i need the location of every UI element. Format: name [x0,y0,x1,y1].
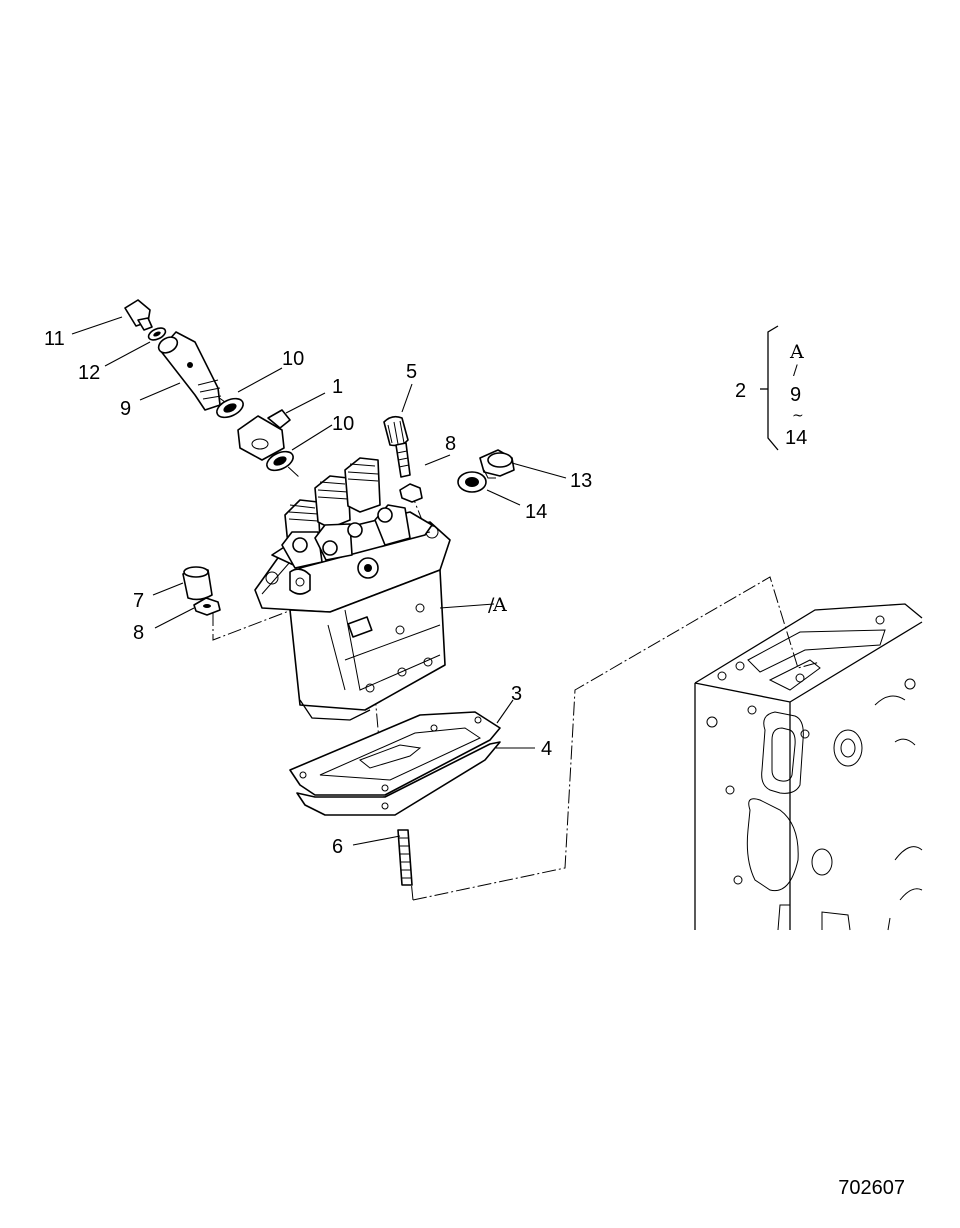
bolt-11 [124,299,153,331]
callout-8-lower: 8 [133,622,144,644]
plug-13 [479,449,515,479]
callout-labels: 11 12 9 10 1 10 5 8 13 14 7 8 3 4 6 A / … [44,328,807,858]
screw-5 [383,415,411,478]
washer-10-lower [266,450,294,472]
drawing-number: 702607 [838,1177,905,1199]
kit-legend-item-14: 14 [785,427,807,449]
callout-11: 11 [44,328,65,350]
washer-8-upper [399,483,423,503]
leader-lines [71,316,567,846]
callout-13: 13 [570,470,592,492]
washer-10-upper [216,397,244,419]
injection-pump [254,457,451,721]
assembly-ref-a: A [492,594,507,616]
callout-6: 6 [332,836,343,858]
callout-10-upper: 10 [282,348,304,370]
gasket-4 [296,741,501,816]
washer-12 [147,327,167,341]
gasket-3 [289,711,501,796]
callout-1: 1 [332,376,343,398]
collar-7 [182,566,213,601]
callout-7: 7 [133,590,144,612]
callout-12: 12 [78,362,100,384]
banjo-bolt [157,331,222,411]
callout-4: 4 [541,738,552,760]
kit-legend-slash: / [793,363,798,379]
kit-legend-bracket [760,325,779,451]
washer-8-lower [193,597,221,616]
engine-block [694,603,923,931]
washer-14 [457,471,487,493]
callout-14: 14 [525,501,547,523]
delivery-valves [281,457,411,569]
callout-3: 3 [511,683,522,705]
assembly-ref-slash: / [488,594,495,616]
kit-legend-item-a: A [789,341,804,363]
kit-legend-callout: 2 [735,380,746,402]
callout-5: 5 [406,361,417,383]
fitting-1 [237,409,291,461]
callout-10-lower: 10 [332,413,354,435]
stud [397,829,413,886]
kit-legend-item-9: 9 [790,384,801,406]
callout-9: 9 [120,398,131,420]
kit-legend-tilde: ~ [792,408,804,424]
callout-8-upper: 8 [445,433,456,455]
